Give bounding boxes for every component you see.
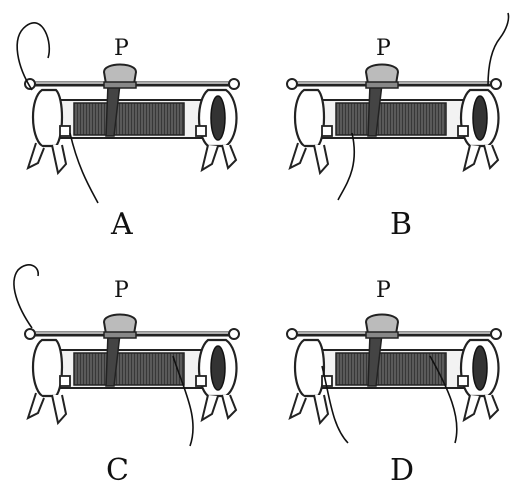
resistance-coil	[335, 352, 447, 386]
terminal-top-right	[228, 78, 240, 90]
terminal-bottom-right	[195, 375, 207, 387]
right-foot	[200, 394, 219, 423]
left-bracket	[294, 338, 326, 398]
sliding-rheostat-drawing	[286, 313, 502, 444]
right-foot	[462, 394, 481, 423]
connecting-wire	[321, 365, 349, 444]
connecting-wire	[13, 264, 39, 329]
left-foot	[26, 392, 45, 420]
terminal-top-right	[490, 328, 502, 340]
option-letter: A	[111, 207, 133, 242]
connecting-wire	[487, 12, 510, 87]
slider-label-p: P	[114, 278, 129, 303]
terminal-top-left	[24, 328, 36, 340]
connecting-wire	[172, 355, 194, 447]
terminal-top-right	[228, 328, 240, 340]
slider-label-p: P	[376, 36, 391, 61]
slider-knob	[102, 63, 138, 85]
right-foot	[200, 144, 219, 173]
connecting-wire	[69, 132, 99, 204]
terminal-bottom-left	[321, 125, 333, 137]
connecting-wire	[337, 132, 356, 201]
resistance-coil	[335, 102, 447, 136]
terminal-bottom-right	[195, 125, 207, 137]
resistance-coil	[73, 102, 185, 136]
slider-knob	[364, 313, 400, 335]
right-foot	[462, 144, 481, 173]
terminal-bottom-left	[59, 125, 71, 137]
slider-label-p: P	[376, 278, 391, 303]
option-letter: C	[106, 453, 129, 488]
terminal-top-right	[490, 78, 502, 90]
terminal-bottom-right	[457, 375, 469, 387]
option-letter: B	[390, 207, 413, 242]
resistance-coil	[73, 352, 185, 386]
left-foot	[26, 142, 45, 170]
connecting-wire	[429, 355, 458, 444]
left-bracket	[32, 88, 64, 148]
left-foot	[288, 142, 307, 170]
connecting-wire	[16, 22, 50, 91]
sliding-rheostat-drawing	[13, 264, 240, 447]
left-foot	[288, 392, 307, 420]
terminal-top-left	[286, 78, 298, 90]
terminal-bottom-right	[457, 125, 469, 137]
left-bracket	[294, 88, 326, 148]
option-letter: D	[390, 453, 415, 488]
sliding-rheostat-drawing	[286, 12, 510, 201]
left-bracket	[32, 338, 64, 398]
slider-knob	[364, 63, 400, 85]
terminal-top-left	[286, 328, 298, 340]
slider-knob	[102, 313, 138, 335]
slider-label-p: P	[114, 36, 129, 61]
terminal-bottom-left	[59, 375, 71, 387]
sliding-rheostat-drawing	[16, 22, 240, 204]
